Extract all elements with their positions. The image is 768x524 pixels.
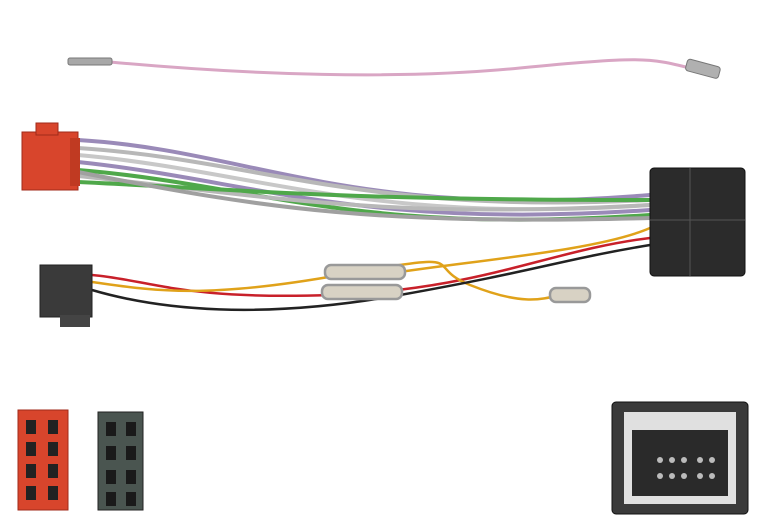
black-iso-connector (39, 264, 93, 327)
pink-jumper-wire (67, 57, 721, 79)
wire-bundle (77, 138, 651, 222)
inline-fuse-holder (323, 263, 407, 281)
pin-terminal-left (67, 57, 113, 66)
power-wires (91, 226, 651, 312)
quadlock-connector (649, 167, 746, 277)
red-iso-connector (21, 122, 80, 191)
bullet-connector (548, 286, 592, 304)
spade-terminal-right (685, 58, 721, 79)
inline-fuse-holder (320, 283, 404, 301)
black-iso-face-view (97, 411, 144, 511)
quadlock-face-view (611, 401, 749, 515)
red-iso-face-view (17, 409, 69, 511)
